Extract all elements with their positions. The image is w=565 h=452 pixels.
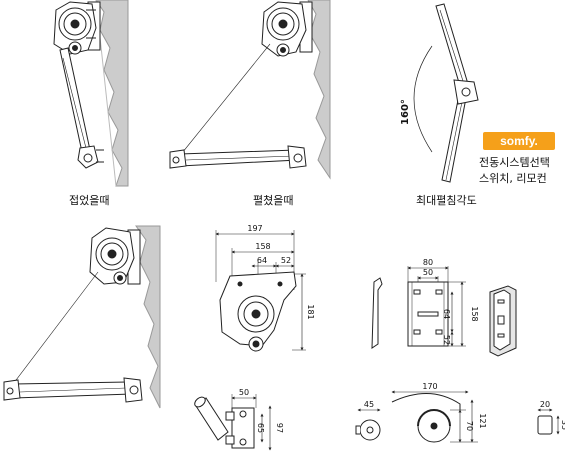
clamp-detail	[194, 394, 272, 451]
svg-text:50: 50	[239, 388, 249, 397]
svg-text:52: 52	[281, 256, 291, 265]
svg-text:20: 20	[540, 400, 550, 409]
wall-hatch	[95, 0, 129, 187]
arm-top	[435, 3, 469, 87]
svg-text:64: 64	[442, 309, 451, 319]
somfy-logo: somfy.	[483, 132, 555, 150]
profile-labels: 45 170 70 121 20 35	[364, 382, 565, 431]
svg-text:35: 35	[560, 420, 565, 430]
end-cap	[537, 415, 553, 435]
svg-text:158: 158	[470, 306, 479, 321]
profile-details	[355, 390, 560, 443]
caption-max-angle: 최대펼침각도	[416, 194, 477, 207]
folded-view	[53, 0, 129, 187]
shoulder-dimension-view	[215, 230, 306, 352]
svg-text:50: 50	[423, 268, 433, 277]
svg-text:158: 158	[255, 242, 270, 251]
wall-hatch	[135, 225, 161, 409]
svg-text:65: 65	[256, 423, 265, 433]
svg-text:170: 170	[422, 382, 437, 391]
svg-text:80: 80	[423, 258, 433, 267]
angle-arc	[413, 45, 433, 153]
clamp-plate	[231, 407, 255, 449]
caption-unfolded: 펼쳤을때	[253, 194, 294, 207]
extended-side-view	[3, 225, 161, 409]
caption-folded: 접었을때	[69, 194, 110, 207]
shoulder-dimension-labels: 197 158 64 52 181	[247, 224, 315, 320]
svg-text:97: 97	[275, 423, 284, 433]
mount-plate-labels: 80 50 158 64 52	[423, 258, 479, 345]
svg-text:52: 52	[442, 335, 451, 345]
unfolded-view	[169, 0, 331, 180]
mount-plate-views	[371, 266, 517, 357]
max-angle-view	[413, 3, 479, 183]
svg-text:64: 64	[257, 256, 267, 265]
svg-text:45: 45	[364, 400, 374, 409]
cable-line	[177, 43, 271, 159]
clamp-labels: 50 65 97	[239, 388, 284, 433]
svg-text:181: 181	[306, 304, 315, 319]
angle-label: 160°	[400, 99, 411, 125]
somfy-badge: somfy. 전동시스템선택 스위치, 리모컨	[477, 132, 565, 186]
svg-text:197: 197	[247, 224, 262, 233]
plate-side-profile	[371, 277, 383, 349]
somfy-line1: 전동시스템선택	[479, 156, 550, 169]
svg-text:121: 121	[478, 413, 487, 428]
hood-profile	[391, 393, 461, 410]
svg-text:70: 70	[465, 421, 474, 431]
somfy-line2: 스위치, 리모컨	[479, 172, 547, 185]
